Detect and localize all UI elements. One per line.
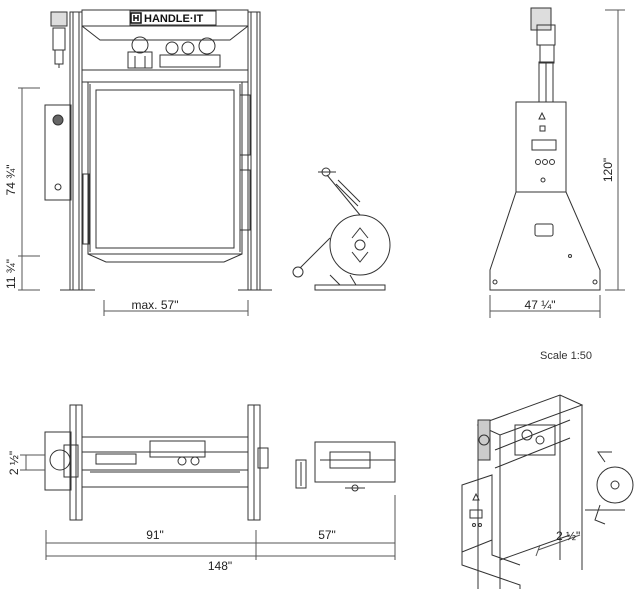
front-base-height-label: 11 ¾": [4, 259, 18, 289]
top-total-width-label: 148": [208, 559, 232, 573]
front-height-label: 74 ¾": [4, 165, 18, 196]
front-view: [44, 9, 272, 291]
side-width-label: 47 ¼": [525, 298, 556, 312]
top-depth-label: 2 ½": [7, 451, 21, 475]
isometric-view: [461, 394, 634, 589]
top-view: [44, 404, 396, 521]
iso-depth-label: 2 ½": [556, 529, 580, 543]
brand-label: HANDLE·IT: [144, 13, 204, 25]
top-machine-width-label: 91": [146, 528, 164, 542]
iso-dimensions: [535, 534, 581, 557]
side-view: [489, 7, 601, 291]
side-dimensions: [489, 9, 625, 318]
front-max-width-label: max. 57": [132, 298, 179, 312]
side-height-label: 120": [601, 158, 615, 182]
scale-label: Scale 1:50: [540, 350, 592, 362]
front-dimensions: [18, 87, 249, 316]
dispenser-view: [292, 167, 391, 291]
top-dimensions: [20, 454, 396, 560]
top-dispenser-width-label: 57": [318, 528, 336, 542]
